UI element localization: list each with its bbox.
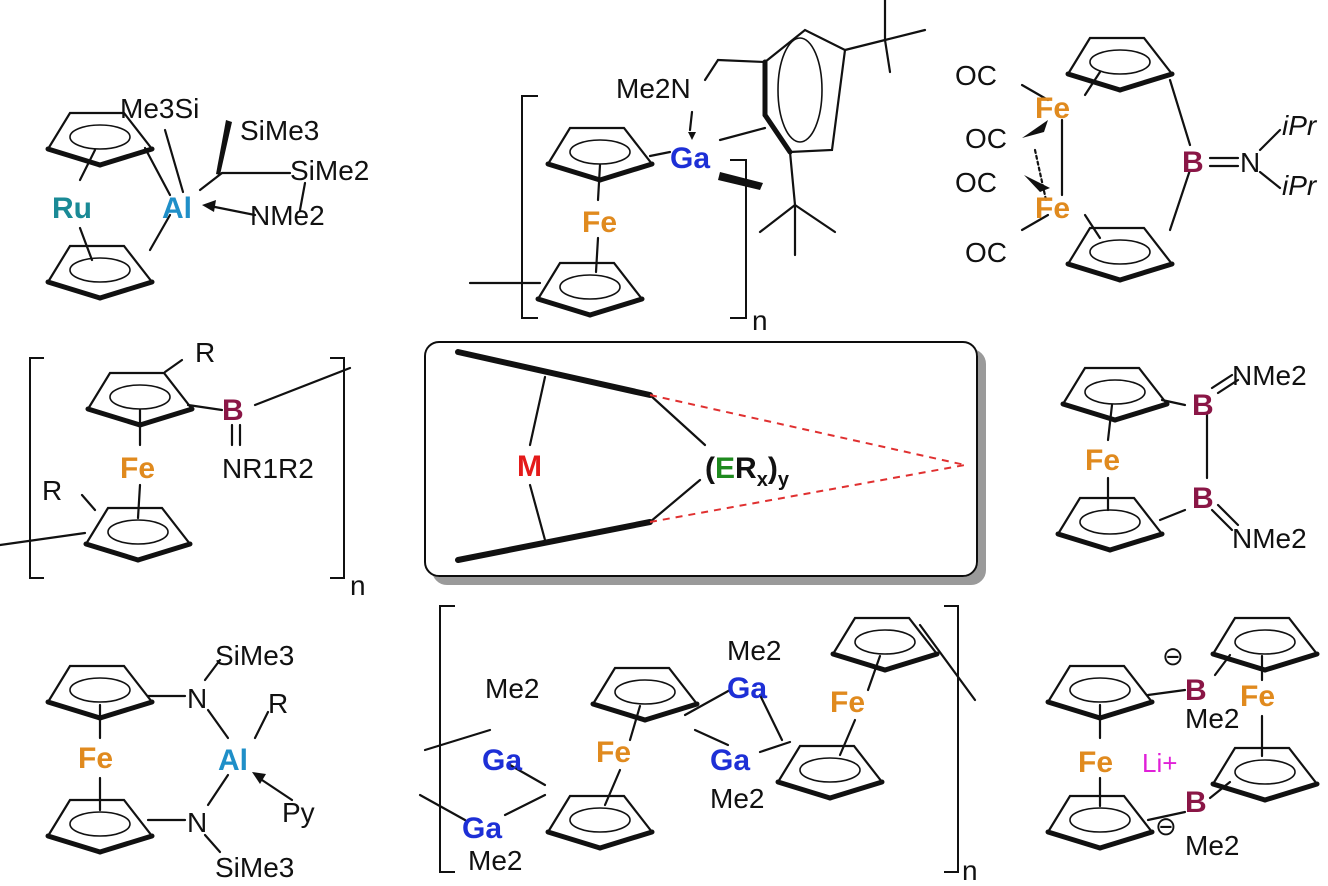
cp-ring-top [1068, 38, 1172, 90]
fe2-boron-complex: Fe Fe OC OC OC OC B N iPr iPr [955, 38, 1318, 280]
cp-ring-bottom [1068, 228, 1172, 280]
fe-metal-label: Fe [120, 452, 155, 485]
fe-metal-right-label: Fe [830, 686, 865, 719]
central-element-group-label: (ERx)y [705, 452, 790, 491]
sime3-label: SiMe3 [240, 115, 319, 146]
me2-label-4: Me2 [710, 783, 764, 814]
repeat-n-label: n [752, 305, 768, 336]
fe-aluminum-complex: Fe Al N N SiMe3 SiMe3 R Py [48, 640, 315, 883]
repeat-n-label: n [962, 855, 978, 886]
tilt-angle-line-upper [649, 394, 966, 466]
fe-metal-label: Fe [582, 206, 617, 239]
tilt-angle-line-lower [649, 464, 966, 523]
boron-bottom-label: B [1192, 482, 1214, 515]
ru-metal-label: Ru [52, 192, 92, 225]
central-metal-label: M [517, 450, 542, 483]
me2n-label: Me2N [616, 73, 691, 104]
cp-ring-right-top [1213, 618, 1317, 670]
co-label-1: OC [955, 60, 997, 91]
repeat-n-label: n [350, 570, 366, 601]
fe-metal-right-label: Fe [1240, 680, 1275, 713]
cp-ring-left-bottom [548, 796, 652, 848]
cp-ring-right-bottom [1213, 748, 1317, 800]
r-top-label: R [195, 337, 215, 368]
nme2-top-label: NMe2 [1232, 360, 1307, 391]
py-label: Py [282, 797, 315, 828]
fe-metal-label: Fe [78, 742, 113, 775]
fe-ga-bottom-polymer: Ga Me2 Ga Me2 Ga Me2 Ga Me2 Fe Fe n [418, 605, 978, 886]
ru-al-complex: Ru Al Me3Si SiMe3 SiMe2 NMe2 [48, 93, 369, 298]
fe-metal-left-label: Fe [596, 736, 631, 769]
cp-ring-bottom [48, 246, 152, 298]
me2-top-label: Me2 [1185, 703, 1239, 734]
me3si-label: Me3Si [120, 93, 199, 124]
charge-top-label: ⊖ [1162, 641, 1184, 671]
al-element-label: Al [162, 192, 192, 225]
sime3-bottom-label: SiMe3 [215, 852, 294, 883]
nitrogen-label: N [1240, 147, 1260, 178]
boron-label: B [1182, 146, 1204, 179]
nme2-label: NMe2 [250, 200, 325, 231]
co-label-3: OC [955, 167, 997, 198]
cp-ring-left-top [593, 668, 697, 720]
nme2-bottom-label: NMe2 [1232, 523, 1307, 554]
fe-metal-bottom-label: Fe [1035, 192, 1070, 225]
co-label-2: OC [965, 123, 1007, 154]
ipr-bottom-label: iPr [1282, 170, 1318, 201]
me2-bottom-label: Me2 [1185, 830, 1239, 861]
cp-ring-bottom [1058, 498, 1162, 550]
ga-label-4: Ga [710, 744, 750, 777]
r-label: R [268, 688, 288, 719]
lithium-cation-label: Li+ [1142, 748, 1177, 778]
me2-label-3: Me2 [727, 635, 781, 666]
general-structure-box: M (ERx)y [424, 341, 978, 577]
al-element-label: Al [218, 744, 248, 777]
ga-label-2: Ga [462, 812, 502, 845]
boron-top-label: B [1185, 674, 1207, 707]
r-bottom-label: R [42, 475, 62, 506]
ga-element-label: Ga [670, 142, 710, 175]
fe-b-polymer: R B NR1R2 Fe R n [0, 337, 366, 601]
ga-label-3: Ga [727, 672, 767, 705]
ga-label-1: Ga [482, 744, 522, 777]
fe-ga-polymer: Me2N Ga Fe n [468, 0, 927, 336]
ipr-top-label: iPr [1282, 110, 1318, 141]
cp-ring-bottom [538, 263, 642, 315]
boron-top-label: B [1192, 389, 1214, 422]
fe-metal-top-label: Fe [1035, 92, 1070, 125]
lower-ring-edge [455, 519, 653, 563]
n-bottom-label: N [187, 807, 207, 838]
boron-bottom-label: B [1185, 786, 1207, 819]
sime2-label: SiMe2 [290, 155, 369, 186]
cp-ring-top [1063, 368, 1167, 420]
co-label-4: OC [965, 237, 1007, 268]
me2-label-2: Me2 [468, 845, 522, 876]
fe-diborane-complex: Fe B B NMe2 NMe2 [1058, 360, 1307, 554]
charge-bottom-label: ⊖ [1155, 811, 1177, 841]
n-top-label: N [187, 683, 207, 714]
boron-label: B [222, 394, 244, 427]
cp-ring-right-bottom [778, 746, 882, 798]
fe-metal-left-label: Fe [1078, 746, 1113, 779]
fe-metal-label: Fe [1085, 444, 1120, 477]
sime3-top-label: SiMe3 [215, 640, 294, 671]
upper-ring-edge [455, 349, 653, 398]
central-frame [424, 341, 978, 577]
nr1r2-label: NR1R2 [222, 453, 314, 484]
me2-label-1: Me2 [485, 673, 539, 704]
fe2-borate-salt: ⊖ B Me2 Fe Fe Li+ B ⊖ Me2 [1048, 618, 1317, 861]
